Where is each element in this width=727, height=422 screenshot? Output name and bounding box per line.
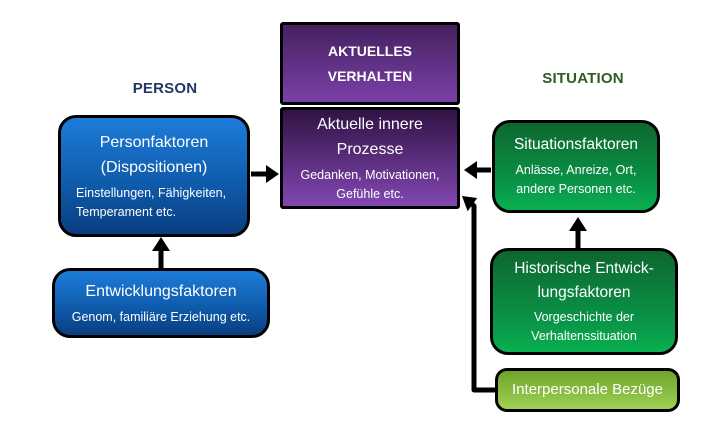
situationsfaktoren-title: Situationsfaktoren [513,136,639,154]
historische-entwicklungsfaktoren-subtitle: Vorgeschichte der Verhaltenssituation [531,309,637,344]
entwicklungsfaktoren-title: Entwicklungsfaktoren [85,283,237,301]
situationsfaktoren-subtitle: Anlässe, Anreize, Ort, andere Personen e… [515,163,637,197]
historische-entwicklungsfaktoren-box: Historische Entwick- lungsfaktoren Vorge… [490,248,678,355]
situationsfaktoren-box: Situationsfaktoren Anlässe, Anreize, Ort… [492,120,660,213]
historische-entwicklungsfaktoren-title: Historische Entwick- lungsfaktoren [514,259,654,301]
arrow-historisch-to-situation [569,217,587,249]
personfaktoren-box: Personfaktoren (Dispositionen) Einstellu… [58,115,250,237]
interpersonale-bezuege-box: Interpersonale Bezüge [495,368,680,412]
aktuelles-verhalten-title: AKTUELLES VERHALTEN [327,43,413,84]
aktuelles-verhalten-box: AKTUELLES VERHALTEN [280,22,460,105]
entwicklungsfaktoren-subtitle: Genom, familiäre Erziehung etc. [71,309,251,324]
innere-prozesse-subtitle: Gedanken, Motivationen, Gefühle etc. [300,167,440,202]
innere-prozesse-box: Aktuelle innere Prozesse Gedanken, Motiv… [280,107,460,209]
innere-prozesse-title: Aktuelle innere Prozesse [317,115,423,159]
personfaktoren-subtitle: Einstellungen, Fähigkeiten, Temperament … [76,185,227,220]
person-heading: PERSON [132,80,198,97]
entwicklungsfaktoren-box: Entwicklungsfaktoren Genom, familiäre Er… [52,268,270,338]
arrow-entwicklung-to-person [152,237,170,269]
interpersonale-bezuege-title: Interpersonale Bezüge [512,381,663,398]
personfaktoren-title: Personfaktoren (Dispositionen) [99,133,209,177]
arrow-person-to-prozesse [251,165,279,183]
arrow-situation-to-prozesse [464,161,491,179]
situation-heading: SITUATION [542,70,624,87]
